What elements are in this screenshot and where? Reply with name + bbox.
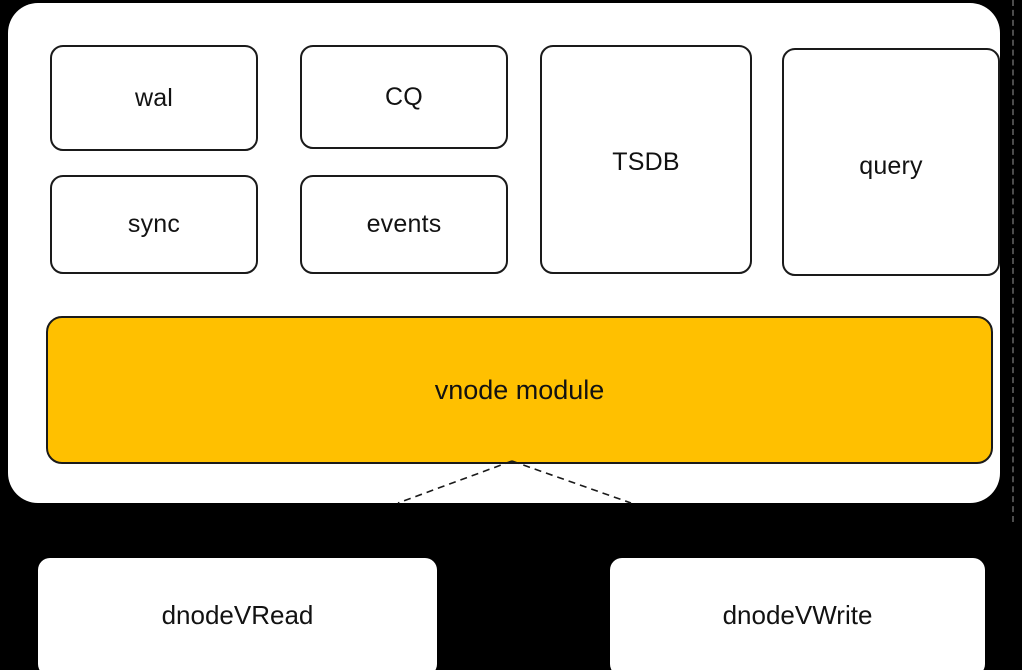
module-box-wal[interactable]: wal — [50, 45, 258, 151]
module-box-sync[interactable]: sync — [50, 175, 258, 274]
consumer-label-dnodevread: dnodeVRead — [161, 599, 314, 630]
module-box-query[interactable]: query — [782, 48, 1000, 276]
module-label-events: events — [366, 210, 442, 238]
module-label-tsdb: TSDB — [612, 148, 680, 176]
module-label-query: query — [859, 152, 923, 180]
vnode-module-label: vnode module — [434, 374, 605, 405]
module-box-cq[interactable]: CQ — [300, 45, 508, 149]
module-box-tsdb[interactable]: TSDB — [540, 45, 752, 274]
consumer-label-dnodevwrite: dnodeVWrite — [722, 599, 873, 630]
module-box-events[interactable]: events — [300, 175, 508, 274]
consumer-box-dnodevwrite[interactable]: dnodeVWrite — [610, 558, 985, 670]
consumer-box-dnodevread[interactable]: dnodeVRead — [38, 558, 437, 670]
module-label-sync: sync — [127, 210, 181, 238]
right-guide-line — [1012, 0, 1014, 522]
vnode-module-bar[interactable]: vnode module — [46, 316, 993, 464]
module-label-cq: CQ — [385, 82, 423, 111]
module-label-wal: wal — [134, 83, 174, 112]
vnode-panel: wal CQ sync events TSDB query vnode modu… — [8, 3, 1000, 503]
